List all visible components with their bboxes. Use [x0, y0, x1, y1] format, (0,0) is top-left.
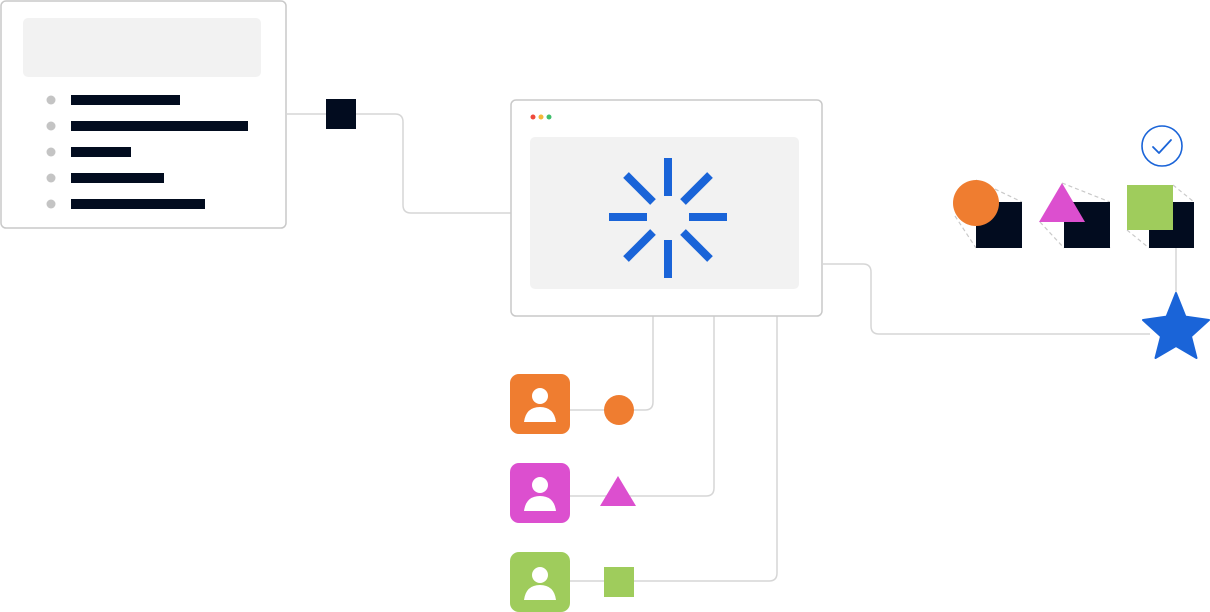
circle-shape — [604, 395, 634, 425]
list-line — [71, 199, 205, 209]
window-dot-green — [546, 114, 552, 120]
star-icon[interactable] — [1142, 292, 1210, 359]
list-bullet — [46, 173, 56, 183]
square-shape — [604, 567, 634, 597]
list-line — [71, 147, 131, 157]
list-line — [71, 95, 180, 105]
list-card[interactable] — [0, 0, 287, 229]
list-bullet — [46, 199, 56, 209]
app-window[interactable] — [510, 99, 823, 317]
shape-pair-circle — [953, 179, 1023, 249]
list-items — [46, 95, 248, 209]
loading-spinner-icon — [609, 158, 727, 278]
window-dot-yellow — [538, 114, 544, 120]
list-card-header — [23, 18, 261, 77]
app-window-content — [530, 137, 799, 289]
connectors — [287, 113, 1177, 582]
window-dot-red — [530, 114, 536, 120]
user-icon — [524, 477, 556, 511]
shape-pair-square — [1126, 184, 1195, 249]
list-bullet — [46, 147, 56, 157]
connector-window-to-user-green — [570, 316, 778, 582]
user-orange[interactable] — [510, 374, 570, 434]
shape-pair-triangle — [1039, 182, 1111, 249]
user-icon — [524, 388, 556, 422]
data-block — [326, 99, 356, 129]
connector-window-to-star — [823, 263, 1150, 335]
user-magenta[interactable] — [510, 463, 570, 523]
list-line — [71, 173, 164, 183]
list-line — [71, 121, 248, 131]
result-group — [953, 125, 1210, 359]
check-circle-icon[interactable] — [1141, 125, 1183, 167]
connector-window-to-user-orange — [570, 316, 654, 411]
list-bullet — [46, 95, 56, 105]
user-green[interactable] — [510, 552, 570, 612]
user-icon — [524, 567, 556, 600]
triangle-shape — [600, 476, 636, 506]
connector-list-to-window — [287, 113, 511, 214]
list-bullet — [46, 121, 56, 131]
connector-window-to-user-magenta — [570, 316, 715, 497]
